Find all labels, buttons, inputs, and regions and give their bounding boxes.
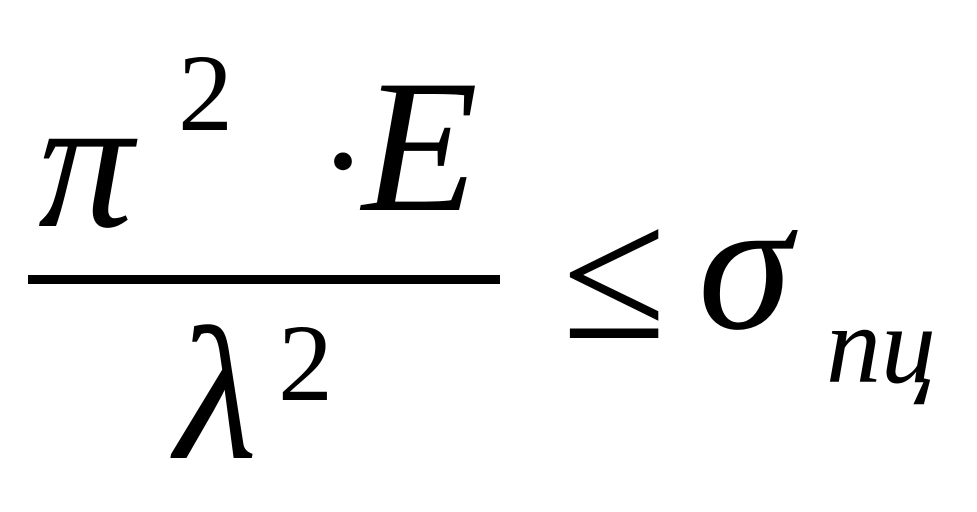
lambda-symbol: λ bbox=[175, 290, 258, 500]
less-or-equal-sign: ≤ bbox=[562, 170, 667, 380]
multiplication-dot: · bbox=[318, 78, 368, 244]
elastic-modulus-symbol: E bbox=[362, 42, 479, 252]
fraction-bar bbox=[28, 275, 500, 284]
pi-exponent: 2 bbox=[178, 32, 233, 154]
sigma-symbol: σ bbox=[698, 160, 792, 370]
pi-symbol: π bbox=[38, 58, 134, 268]
lambda-exponent: 2 bbox=[278, 302, 333, 424]
sigma-subscript: пц bbox=[826, 284, 936, 406]
